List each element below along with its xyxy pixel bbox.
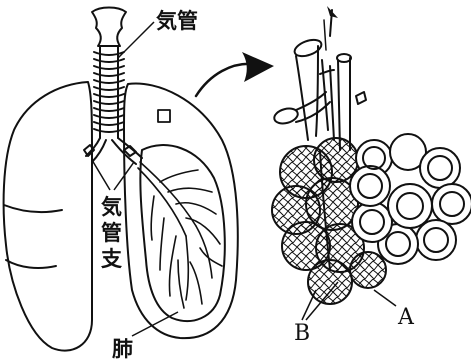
alveoli (350, 134, 471, 264)
left-lung (4, 82, 92, 351)
label-trachea: 気管 (156, 9, 198, 33)
label-bronchus-2: 管 (101, 221, 122, 245)
leader-bronchus-left (92, 160, 110, 190)
trachea (92, 8, 126, 139)
label-bronchus-3: 支 (101, 247, 123, 271)
leader-lung (132, 312, 178, 336)
leader-trachea (118, 22, 154, 58)
magnified-region-marker (158, 110, 170, 122)
label-b: B (294, 321, 310, 346)
blood-vessels (273, 37, 366, 150)
label-lung: 肺 (112, 337, 133, 361)
leader-a (374, 290, 396, 306)
label-bronchus-1: 気 (101, 195, 122, 219)
label-a: A (397, 305, 415, 330)
